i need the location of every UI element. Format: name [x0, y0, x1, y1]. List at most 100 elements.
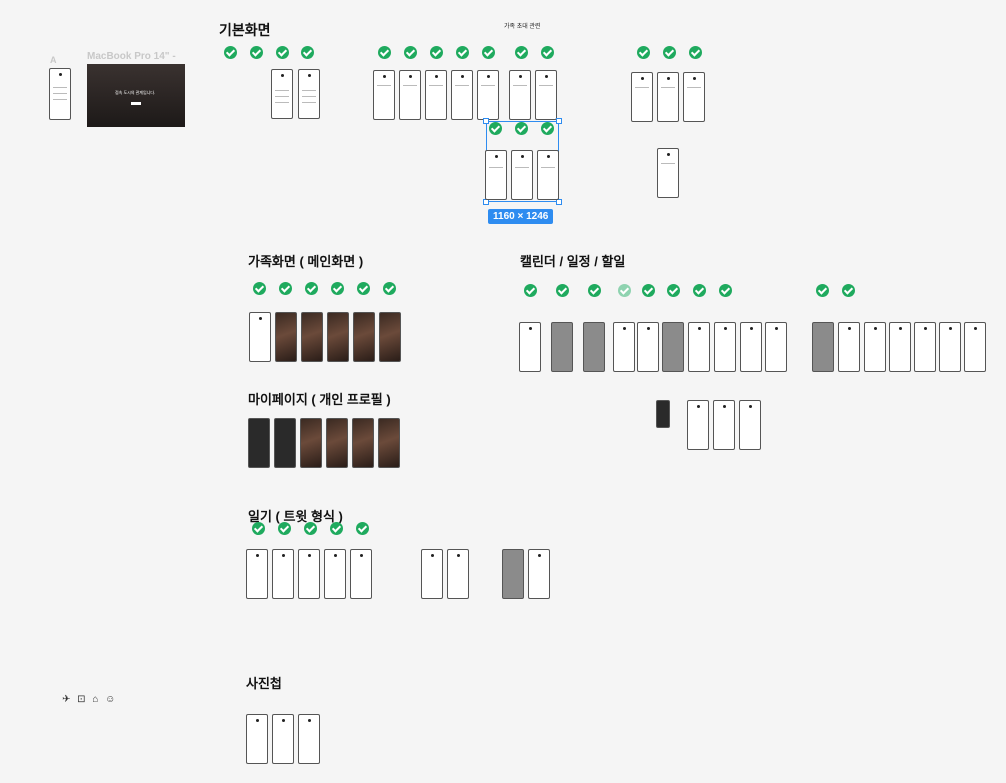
- check-icon: [278, 522, 291, 535]
- phone-frame[interactable]: [631, 72, 653, 122]
- phone-frame[interactable]: [373, 70, 395, 120]
- check-icon: [383, 282, 396, 295]
- check-icon: [456, 46, 469, 59]
- check-icon: [642, 284, 655, 297]
- phone-frame[interactable]: [353, 312, 375, 362]
- phone-frame[interactable]: [528, 549, 550, 599]
- phone-frame[interactable]: [713, 400, 735, 450]
- phone-frame[interactable]: [657, 148, 679, 198]
- check-icon: [224, 46, 237, 59]
- phone-frame[interactable]: [271, 69, 293, 119]
- check-icon: [556, 284, 569, 297]
- macbook-frame[interactable]: 접속 도시의 관계입니다.: [87, 64, 185, 127]
- check-icon: [541, 122, 554, 135]
- phone-frame[interactable]: [502, 549, 524, 599]
- phone-frame[interactable]: [537, 150, 559, 200]
- phone-frame[interactable]: [324, 549, 346, 599]
- phone-frame[interactable]: [656, 400, 670, 428]
- section-heading-calendar[interactable]: 캘린더 / 일정 / 할일: [520, 254, 626, 269]
- phone-frame[interactable]: [765, 322, 787, 372]
- phone-frame[interactable]: [864, 322, 886, 372]
- phone-frame[interactable]: [613, 322, 635, 372]
- phone-frame[interactable]: [300, 418, 322, 468]
- check-icon: [276, 46, 289, 59]
- phone-frame[interactable]: [889, 322, 911, 372]
- phone-frame[interactable]: [274, 418, 296, 468]
- phone-frame[interactable]: [485, 150, 507, 200]
- phone-frame[interactable]: [399, 70, 421, 120]
- phone-frame[interactable]: [249, 312, 271, 362]
- resize-handle[interactable]: [483, 118, 489, 124]
- phone-frame[interactable]: [714, 322, 736, 372]
- phone-frame[interactable]: [519, 322, 541, 372]
- phone-frame[interactable]: [535, 70, 557, 120]
- phone-frame[interactable]: [511, 150, 533, 200]
- phone-frame[interactable]: [477, 70, 499, 120]
- check-icon: [430, 46, 443, 59]
- section-heading-album[interactable]: 사진첩: [246, 676, 282, 691]
- phone-frame[interactable]: [740, 322, 762, 372]
- phone-frame[interactable]: [509, 70, 531, 120]
- phone-frame[interactable]: [683, 72, 705, 122]
- phone-frame[interactable]: [812, 322, 834, 372]
- phone-frame[interactable]: [451, 70, 473, 120]
- phone-frame[interactable]: [447, 549, 469, 599]
- phone-frame[interactable]: [838, 322, 860, 372]
- phone-frame[interactable]: [688, 322, 710, 372]
- phone-frame[interactable]: [379, 312, 401, 362]
- check-icon: [663, 46, 676, 59]
- macbook-hero-text: 접속 도시의 관계입니다.: [115, 90, 156, 95]
- check-icon: [356, 522, 369, 535]
- phone-frame[interactable]: [350, 549, 372, 599]
- phone-frame[interactable]: [275, 312, 297, 362]
- macbook-hero-button[interactable]: [131, 102, 141, 105]
- phone-frame[interactable]: [657, 72, 679, 122]
- phone-frame[interactable]: [637, 322, 659, 372]
- section-heading-family-invite[interactable]: 가족 초대 관련: [504, 24, 541, 30]
- check-icon: [378, 46, 391, 59]
- phone-frame[interactable]: [914, 322, 936, 372]
- phone-frame[interactable]: [939, 322, 961, 372]
- phone-frame[interactable]: [425, 70, 447, 120]
- check-icon: [357, 282, 370, 295]
- phone-frame[interactable]: [964, 322, 986, 372]
- phone-frame[interactable]: [248, 418, 270, 468]
- phone-frame[interactable]: [662, 322, 684, 372]
- phone-frame[interactable]: [246, 549, 268, 599]
- resize-handle[interactable]: [556, 199, 562, 205]
- phone-frame[interactable]: [326, 418, 348, 468]
- phone-frame[interactable]: [246, 714, 268, 764]
- phone-frame[interactable]: [378, 418, 400, 468]
- phone-frame[interactable]: [687, 400, 709, 450]
- section-heading-basic[interactable]: 기본화면: [219, 22, 271, 38]
- check-icon: [252, 522, 265, 535]
- phone-frame[interactable]: [298, 549, 320, 599]
- phone-frame[interactable]: [327, 312, 349, 362]
- check-icon: [301, 46, 314, 59]
- section-heading-diary[interactable]: 일기 ( 트윗 형식 ): [248, 509, 343, 524]
- frame-marker: A: [50, 55, 57, 65]
- phone-frame-login[interactable]: [49, 68, 71, 120]
- check-icon: [279, 282, 292, 295]
- check-icon: [719, 284, 732, 297]
- phone-frame[interactable]: [583, 322, 605, 372]
- phone-frame[interactable]: [272, 714, 294, 764]
- section-heading-mypage[interactable]: 마이페이지 ( 개인 프로필 ): [248, 392, 391, 407]
- phone-frame[interactable]: [298, 714, 320, 764]
- phone-frame[interactable]: [298, 69, 320, 119]
- phone-frame[interactable]: [352, 418, 374, 468]
- check-icon: [693, 284, 706, 297]
- icon-cluster: ✈ ⊡ ⌂ ☺: [62, 694, 118, 705]
- resize-handle[interactable]: [556, 118, 562, 124]
- phone-frame[interactable]: [301, 312, 323, 362]
- selection-size-badge: 1160 × 1246: [488, 209, 554, 224]
- phone-frame[interactable]: [272, 549, 294, 599]
- check-icon: [331, 282, 344, 295]
- check-icon: [667, 284, 680, 297]
- phone-frame[interactable]: [421, 549, 443, 599]
- phone-frame[interactable]: [551, 322, 573, 372]
- macbook-frame-label[interactable]: MacBook Pro 14" -: [87, 51, 176, 62]
- section-heading-family-main[interactable]: 가족화면 ( 메인화면 ): [248, 254, 364, 269]
- phone-frame[interactable]: [739, 400, 761, 450]
- check-icon: [816, 284, 829, 297]
